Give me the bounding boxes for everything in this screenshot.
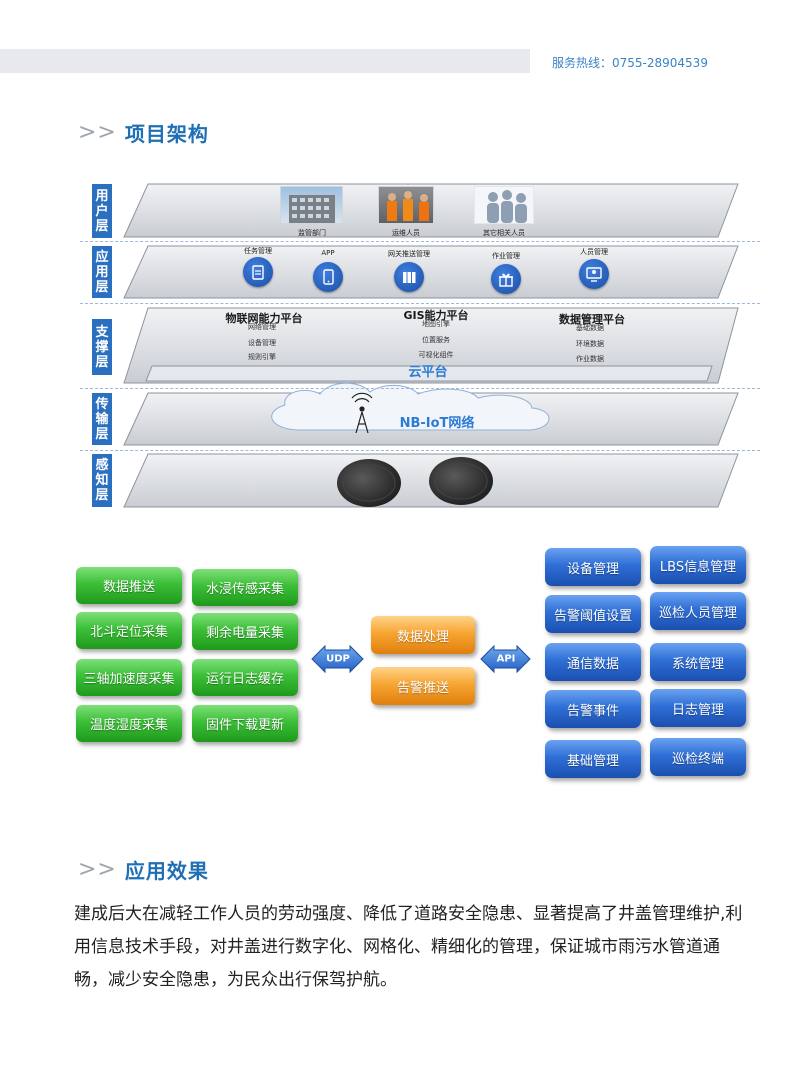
application-layer-slab	[123, 245, 739, 299]
maintenance-workers-photo	[378, 186, 434, 224]
platform-function-button[interactable]: 基础管理	[545, 740, 641, 778]
app-label: 任务管理	[244, 247, 272, 255]
user-label: 监管部门	[298, 229, 326, 237]
task-clipboard-icon	[243, 257, 273, 287]
gift-box-icon	[491, 264, 521, 294]
other-personnel-figures	[474, 186, 534, 224]
app-label: 作业管理	[492, 252, 520, 260]
platform-function-button[interactable]: 告警阈值设置	[545, 595, 641, 633]
data-processing-button[interactable]: 数据处理	[371, 616, 475, 654]
nb-iot-network-label: NB-IoT网络	[399, 416, 475, 431]
layer-tab-label: 应用层	[95, 249, 109, 295]
section-title: 项目架构	[124, 122, 209, 146]
platform-function-button[interactable]: 巡检人员管理	[650, 592, 746, 630]
section-architecture-heading: >> 项目架构	[78, 118, 209, 147]
app-label: 人员管理	[580, 248, 608, 256]
platform-item: 基础数据	[576, 324, 604, 332]
section-title: 应用效果	[124, 859, 209, 883]
layer-tab-application: 应用层	[92, 246, 112, 298]
device-function-button[interactable]: 北斗定位采集	[76, 612, 182, 649]
device-function-button[interactable]: 水浸传感采集	[192, 569, 298, 606]
platform-item: 规则引擎	[248, 353, 276, 361]
device-function-button[interactable]: 剩余电量采集	[192, 613, 298, 650]
manhole-cover-left	[337, 459, 401, 507]
platform-title: 物联网能力平台	[225, 312, 303, 325]
chevron-icon: >>	[78, 856, 117, 882]
service-hotline: 服务热线：0755-28904539	[552, 56, 708, 70]
device-function-button[interactable]: 三轴加速度采集	[76, 659, 182, 696]
mobile-phone-icon	[313, 262, 343, 292]
layer-tab-label: 支撑层	[95, 324, 109, 370]
layer-divider	[80, 241, 760, 242]
platform-item: 位置服务	[422, 336, 450, 344]
layer-divider	[80, 303, 760, 304]
platform-function-button[interactable]: 通信数据	[545, 643, 641, 681]
platform-item: 设备管理	[248, 339, 276, 347]
device-function-button[interactable]: 温度湿度采集	[76, 705, 182, 742]
support-layer-slab	[123, 307, 739, 384]
platform-function-button[interactable]: 日志管理	[650, 689, 746, 727]
app-label: 网关推送管理	[388, 250, 430, 258]
cloud-platform-bar	[145, 365, 713, 382]
layer-divider	[80, 450, 760, 451]
udp-label: UDP	[326, 653, 350, 665]
header-bar	[0, 49, 530, 73]
user-label: 运维人员	[392, 229, 420, 237]
platform-title: 数据管理平台	[559, 313, 625, 326]
cloud-shape	[271, 382, 550, 431]
app-label: APP	[321, 249, 335, 257]
chevron-icon: >>	[78, 119, 117, 145]
platform-function-button[interactable]: 设备管理	[545, 548, 641, 586]
platform-item: 环境数据	[576, 340, 604, 348]
architecture-layers-graphic	[123, 183, 739, 508]
layer-tab-label: 感知层	[95, 458, 109, 503]
manhole-cover-right	[429, 457, 493, 505]
user-label: 其它相关人员	[483, 229, 525, 237]
cloud-platform-label: 云平台	[408, 365, 448, 380]
binders-icon	[394, 262, 424, 292]
antenna-icon	[351, 392, 373, 434]
layer-tab-label: 用户层	[95, 188, 109, 234]
supervision-building-photo	[280, 186, 343, 224]
layer-divider	[80, 388, 760, 389]
section-effect-heading: >> 应用效果	[78, 855, 209, 884]
layer-tab-user: 用户层	[92, 184, 112, 238]
platform-title: GIS能力平台	[403, 309, 469, 322]
layer-tab-transport: 传输层	[92, 393, 112, 445]
layer-tab-sensing: 感知层	[92, 454, 112, 507]
api-label: API	[496, 653, 516, 665]
device-function-button[interactable]: 运行日志缓存	[192, 659, 298, 696]
alarm-push-button[interactable]: 告警推送	[371, 667, 475, 705]
platform-item: 作业数据	[576, 355, 604, 363]
layer-tab-label: 传输层	[95, 396, 109, 442]
monitor-person-icon	[579, 259, 609, 289]
platform-item: 可视化组件	[418, 351, 454, 359]
platform-function-button[interactable]: 告警事件	[545, 690, 641, 728]
platform-item: 地图引擎	[422, 320, 450, 328]
platform-function-button[interactable]: 巡检终端	[650, 738, 746, 776]
platform-function-button[interactable]: LBS信息管理	[650, 546, 746, 584]
platform-item: 网络管理	[248, 323, 276, 331]
effect-paragraph: 建成后大在减轻工作人员的劳动强度、降低了道路安全隐患、显著提高了井盖管理维护,利…	[74, 904, 743, 990]
device-function-button[interactable]: 数据推送	[76, 567, 182, 604]
device-function-button[interactable]: 固件下载更新	[192, 705, 298, 742]
layer-tab-support: 支撑层	[92, 319, 112, 375]
platform-function-button[interactable]: 系统管理	[650, 643, 746, 681]
